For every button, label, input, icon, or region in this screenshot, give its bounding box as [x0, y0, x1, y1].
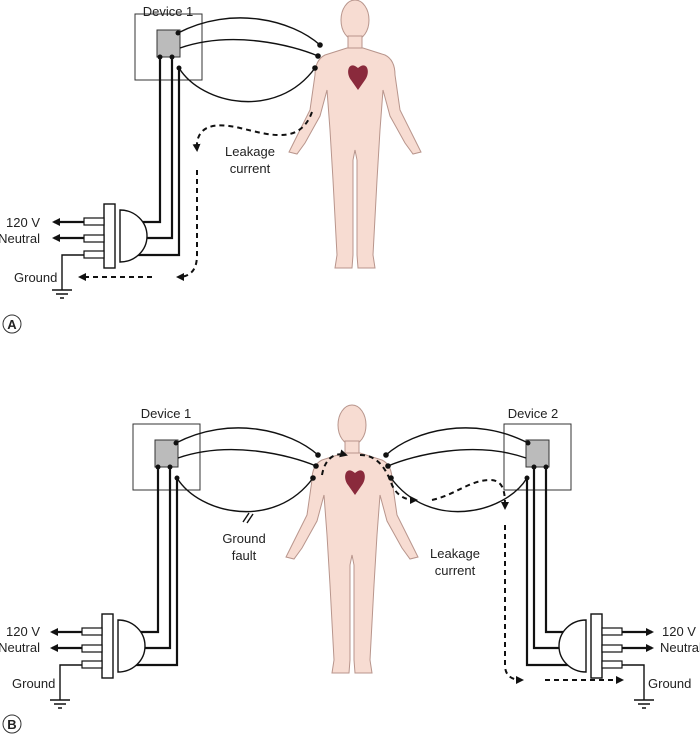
leakage-path-down-b [504, 525, 524, 684]
leakage-path-chest [321, 449, 348, 476]
right-neutral-label: Neutral [660, 640, 700, 655]
device-2-label: Device 2 [508, 406, 559, 421]
leakage-label-2: current [230, 161, 271, 176]
panel-a-label: A [7, 317, 17, 332]
right-ground-label: Ground [648, 676, 691, 691]
human-figure [288, 0, 422, 269]
leakage-label: Leakage [225, 144, 275, 159]
ground-label: Ground [14, 270, 57, 285]
right-hot-label: 120 V [662, 624, 696, 639]
panel-b-badge [2, 714, 22, 734]
device-2-wiring [383, 424, 654, 708]
leakage-path-out [431, 478, 509, 510]
leakage-path-arm [359, 454, 418, 504]
leakage-label-b: Leakage [430, 546, 480, 561]
panel-a-badge [2, 314, 22, 334]
hot-label: 120 V [6, 215, 40, 230]
left-ground-label: Ground [12, 676, 55, 691]
neutral-label: Neutral [0, 231, 40, 246]
panel-a: Device 1 Leakage current 120 V Neutral G… [0, 0, 422, 334]
ground-fault-label: Ground [222, 531, 265, 546]
device-1-wiring [52, 14, 323, 298]
leakage-path-down [176, 170, 198, 281]
device-1-wiring-b [50, 424, 321, 708]
left-neutral-label: Neutral [0, 640, 40, 655]
ground-fault-break-icon [242, 512, 254, 524]
leakage-label-b-2: current [435, 563, 476, 578]
device-1-label: Device 1 [143, 4, 194, 19]
device-1-label-b: Device 1 [141, 406, 192, 421]
left-hot-label: 120 V [6, 624, 40, 639]
ground-fault-label-2: fault [232, 548, 257, 563]
panel-b: Device 1 Device 2 Ground fault Leakage c… [0, 404, 700, 734]
leakage-path [192, 111, 313, 152]
panel-b-label: B [7, 717, 16, 732]
